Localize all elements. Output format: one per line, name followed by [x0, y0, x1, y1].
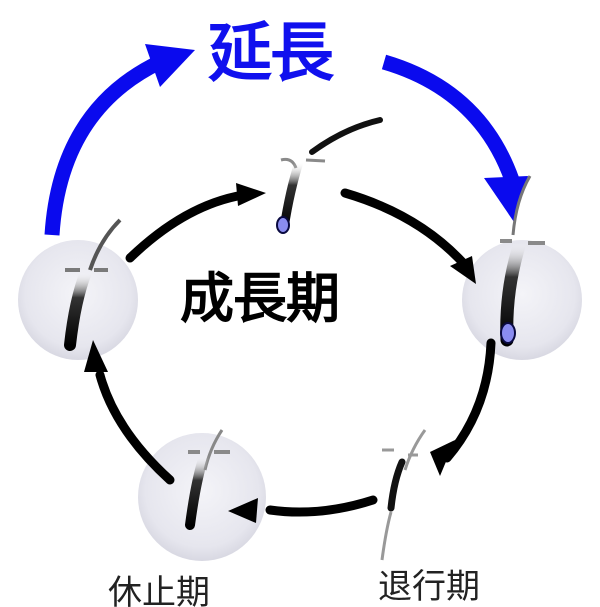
hair-follicle-icon-catagen: [380, 429, 427, 561]
catagen-label: 退行期: [378, 567, 480, 607]
stage-circle-right: [462, 240, 582, 360]
hair-follicle-icon-top: [276, 117, 383, 234]
extension-arrow-icon: [44, 44, 528, 236]
growth-phase-label: 成長期: [180, 267, 340, 330]
cycle-arrows: [84, 183, 496, 523]
stage-circle-bottom-left: [138, 433, 266, 561]
telogen-label: 休止期: [108, 573, 210, 607]
hair-follicle-icon-telogen: [185, 429, 230, 530]
extension-title: 延長: [208, 17, 334, 91]
hair-follicle-icon-right: [500, 175, 545, 347]
hair-follicle-icon-left: [64, 218, 122, 351]
